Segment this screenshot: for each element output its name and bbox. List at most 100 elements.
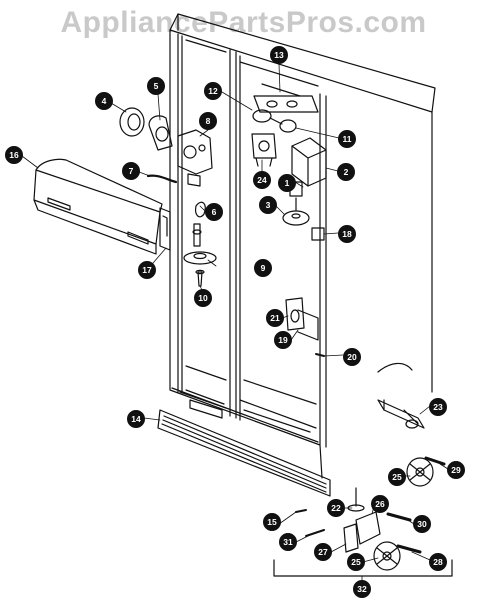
- callout-3: 3: [259, 196, 277, 214]
- defrost-timer: [251, 133, 277, 167]
- group-bracket: [273, 559, 453, 577]
- callout-circle: [122, 162, 140, 180]
- callout-circle: [127, 410, 145, 428]
- screw: [315, 353, 325, 357]
- callout-4: 4: [95, 92, 113, 110]
- thermostat-housing: [177, 129, 213, 187]
- callout-15: 15: [263, 513, 281, 531]
- leveler-bracket: [343, 511, 381, 553]
- kick-plate: [157, 409, 331, 497]
- callout-32: 32: [353, 580, 371, 598]
- callout-circle: [447, 461, 465, 479]
- callout-29: 29: [447, 461, 465, 479]
- callout-circle: [347, 553, 365, 571]
- callout-number: 21: [270, 313, 280, 323]
- callout-number: 24: [257, 175, 267, 185]
- callout-number: 20: [347, 352, 357, 362]
- callout-number: 8: [206, 116, 211, 126]
- callout-17: 17: [138, 261, 156, 279]
- front-screw: [295, 509, 307, 513]
- callout-number: 12: [208, 86, 218, 96]
- callout-6: 6: [205, 203, 223, 221]
- leader-lines: [21, 63, 449, 581]
- callout-circle: [266, 309, 284, 327]
- callout-number: 25: [351, 557, 361, 567]
- callout-circle: [279, 533, 297, 551]
- callout-number: 13: [274, 50, 284, 60]
- callout-number: 28: [433, 557, 443, 567]
- callout-number: 10: [198, 293, 208, 303]
- callout-22: 22: [327, 499, 345, 517]
- callout-16: 16: [5, 146, 23, 164]
- callout-27: 27: [314, 543, 332, 561]
- callout-5: 5: [147, 77, 165, 95]
- callout-11: 11: [338, 130, 356, 148]
- callout-23: 23: [429, 398, 447, 416]
- callout-circle: [413, 515, 431, 533]
- callout-10: 10: [194, 289, 212, 307]
- control-cover: [291, 137, 327, 187]
- callout-number: 7: [129, 166, 134, 176]
- fan: [282, 197, 310, 226]
- roller-wheel-lower: [373, 541, 401, 571]
- callout-number: 4: [102, 96, 107, 106]
- callout-number: 16: [9, 150, 19, 160]
- door-panel: [33, 158, 163, 255]
- callout-25b: 25: [347, 553, 365, 571]
- callout-circle: [337, 163, 355, 181]
- watermark: AppliancePartsPros.com: [60, 6, 427, 39]
- callout-number: 22: [331, 503, 341, 513]
- callout-number: 27: [318, 547, 328, 557]
- callout-number: 31: [283, 537, 293, 547]
- callout-8: 8: [199, 112, 217, 130]
- callout-number: 26: [375, 499, 385, 509]
- pin: [386, 512, 412, 522]
- callout-number: 29: [451, 465, 461, 475]
- callout-30: 30: [413, 515, 431, 533]
- callout-circle: [254, 259, 272, 277]
- callout-26: 26: [371, 495, 389, 513]
- callout-circle: [429, 398, 447, 416]
- callout-number: 23: [433, 402, 443, 412]
- callout-circle: [263, 513, 281, 531]
- callout-circle: [371, 495, 389, 513]
- callout-number: 15: [267, 517, 277, 527]
- control-knob: [183, 223, 217, 287]
- axle-lower: [396, 544, 422, 554]
- callout-25a: 25: [388, 468, 406, 486]
- callout-20: 20: [343, 348, 361, 366]
- callout-number: 6: [212, 207, 217, 217]
- callout-28: 28: [429, 553, 447, 571]
- callout-circle: [204, 82, 222, 100]
- callout-18: 18: [338, 225, 356, 243]
- callout-number: 1: [285, 178, 290, 188]
- hinge-bracket: [159, 207, 171, 251]
- callout-number: 30: [417, 519, 427, 529]
- callout-2: 2: [337, 163, 355, 181]
- callout-1: 1: [278, 174, 296, 192]
- callout-number: 19: [278, 335, 288, 345]
- callout-circle: [314, 543, 332, 561]
- callout-circle: [278, 174, 296, 192]
- callout-number: 11: [343, 134, 352, 144]
- callout-number: 3: [266, 200, 271, 210]
- callout-circle: [270, 46, 288, 64]
- callout-circle: [205, 203, 223, 221]
- callout-9: 9: [254, 259, 272, 277]
- callout-circle: [353, 580, 371, 598]
- callout-circle: [199, 112, 217, 130]
- leveling-leg: [347, 487, 365, 512]
- callout-number: 5: [154, 81, 159, 91]
- callout-number: 2: [344, 167, 349, 177]
- callout-circle: [253, 171, 271, 189]
- light-housing: [119, 107, 173, 151]
- callout-circle: [274, 331, 292, 349]
- callout-number: 25: [392, 472, 402, 482]
- callout-circle: [147, 77, 165, 95]
- callout-number: 9: [261, 263, 266, 273]
- roller-bracket: [377, 362, 425, 429]
- callout-24: 24: [253, 171, 271, 189]
- bulb-and-socket: [252, 109, 297, 133]
- damper: [311, 227, 325, 241]
- roller-wheel-upper: [406, 457, 434, 487]
